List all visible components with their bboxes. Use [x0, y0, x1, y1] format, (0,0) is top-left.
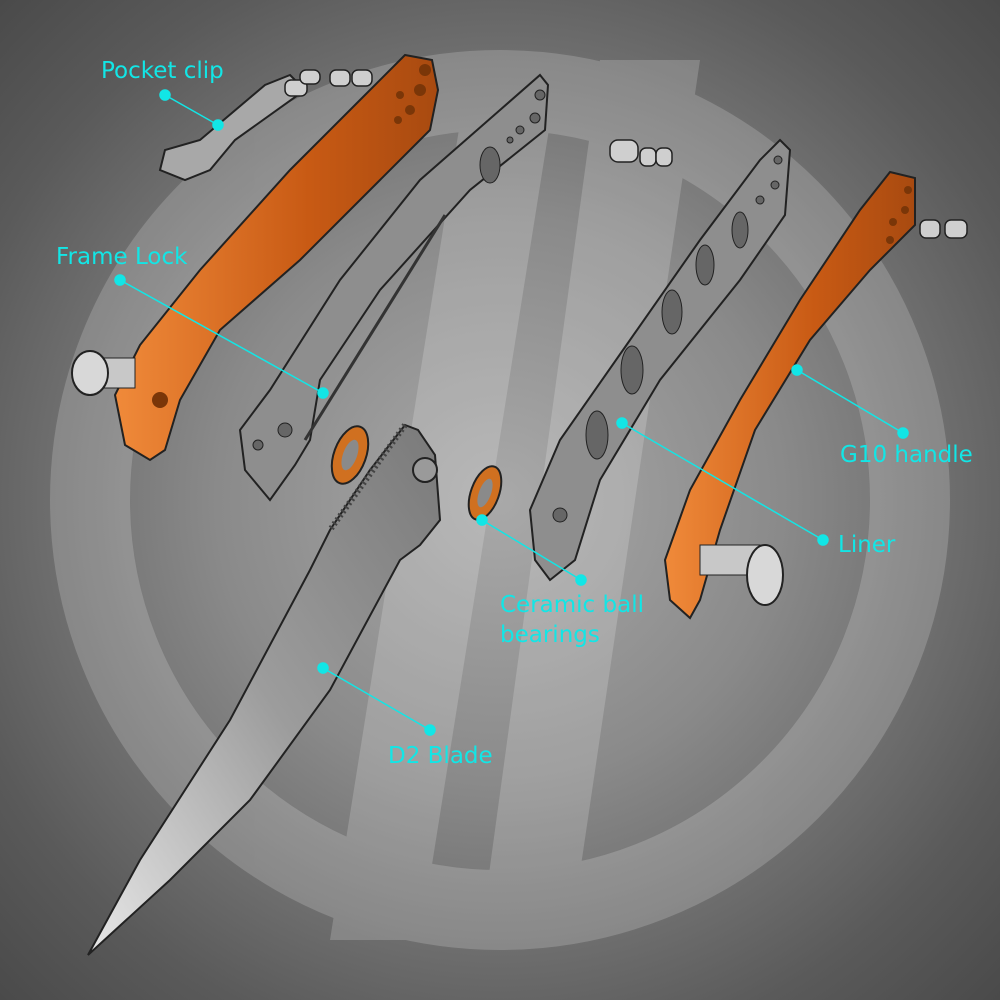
- pivot-pin-right: [699, 544, 784, 606]
- d2-blade: [87, 423, 442, 956]
- label-frame-lock: Frame Lock: [56, 244, 188, 270]
- leader-lines: [114, 89, 909, 736]
- label-bearings-line2: bearings: [500, 622, 600, 648]
- frame-lock-liner: [238, 73, 550, 502]
- left-handle-scale: [113, 53, 440, 462]
- label-pocket-clip: Pocket clip: [101, 58, 224, 84]
- pocket-clip: [158, 73, 307, 182]
- label-g10-handle: G10 handle: [840, 442, 973, 468]
- label-bearings-line1: Ceramic ball: [500, 592, 644, 618]
- ceramic-ball-bearings: [330, 425, 503, 521]
- pivot-pin-left: [71, 350, 136, 396]
- screw-pins-top: [284, 69, 968, 239]
- g10-handle: [663, 170, 916, 620]
- label-d2-blade: D2 Blade: [388, 743, 493, 769]
- label-liner: Liner: [838, 532, 896, 558]
- liner: [528, 138, 792, 582]
